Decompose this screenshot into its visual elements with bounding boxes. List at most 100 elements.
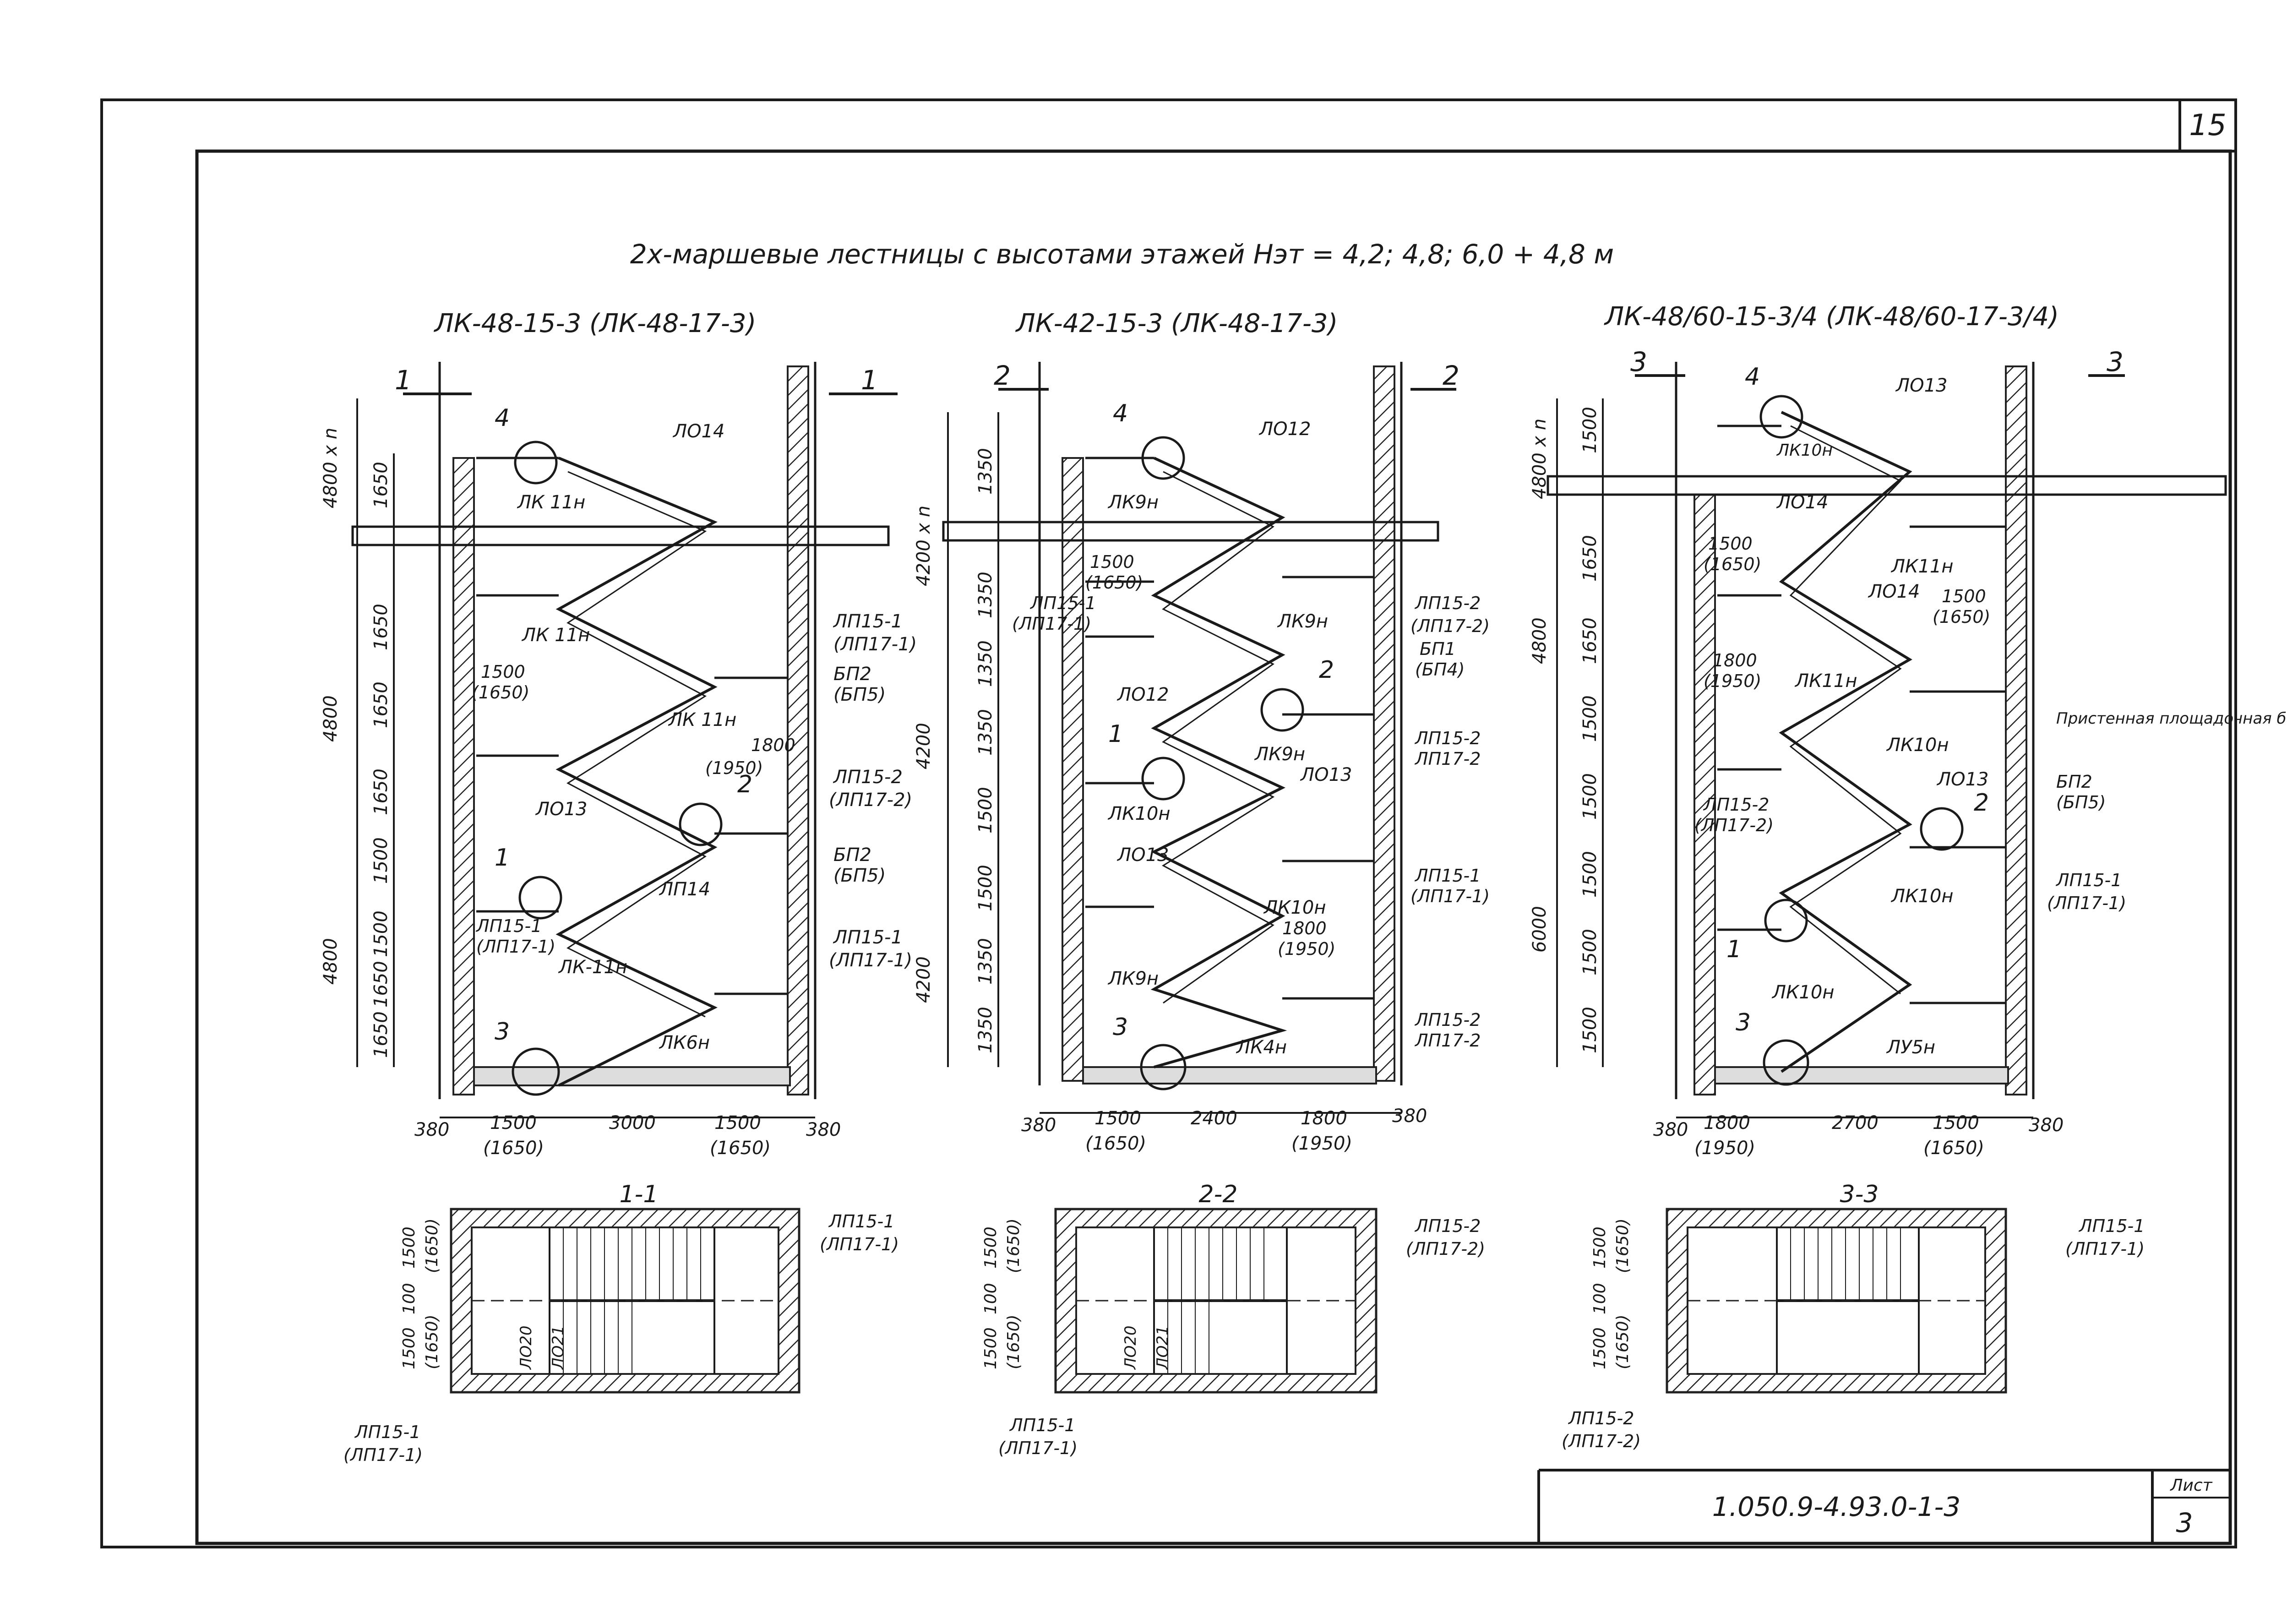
elevation-1-title: ЛК-48-15-3 (ЛК-48-17-3)	[434, 309, 757, 338]
node-1-elev-2: 1	[1108, 720, 1123, 748]
section-3-label-0: ЛП15-1	[2078, 1216, 2145, 1236]
elev-1-dim-3: 1650	[370, 681, 392, 728]
elev-3-label-23: (ЛП17-1)	[2047, 893, 2126, 913]
sheet-number-box	[2178, 98, 2237, 153]
elev-3-label-14: (1650)	[1933, 607, 1990, 627]
elev-2-label-18: ЛП17-2	[1414, 749, 1481, 769]
elev-3-dim-2: 1650	[1579, 535, 1601, 582]
section-1-dim-2: 100	[400, 1283, 419, 1314]
elev-3-label-4: ЛО14	[1868, 581, 1920, 602]
node-4-elev-1: 4	[495, 404, 510, 432]
elev-3-label-11: 1500	[1708, 534, 1753, 554]
node-1-elev-3: 1	[1726, 936, 1742, 963]
elev-3-dim-5: 1500	[1579, 695, 1601, 742]
elev-1-label-20: 1500	[481, 662, 525, 682]
elev-2-label-1: ЛК9н	[1107, 492, 1159, 513]
elev-1-dim-7: 1500	[370, 910, 392, 957]
elev-2-label-11: ЛП15-1	[1029, 593, 1096, 613]
elev-3-label-15: 1800	[1713, 650, 1757, 670]
elev-1-label-2: ЛК 11н	[521, 625, 590, 646]
section-1-1: 1-1 1500 (1650) 100 1500 (1650) ЛП15-1 (…	[343, 1181, 899, 1465]
section-2-label-0: ЛП15-2	[1414, 1216, 1481, 1236]
section-2-label-2: ЛО20	[1122, 1325, 1140, 1370]
elev-2-label-22: ЛП17-2	[1414, 1030, 1481, 1051]
elev-1-dim-10: 1650	[370, 1011, 392, 1058]
elev-2-dim-4: 1350	[975, 709, 996, 756]
section-2-dim-4: (1650)	[1004, 1314, 1023, 1369]
elev-1-dim-6: 1500	[370, 837, 392, 884]
elev-3-label-2: ЛО14	[1776, 492, 1828, 513]
elev-3-label-3: ЛК11н	[1890, 556, 1954, 577]
elev-2-label-25: 1800	[1282, 918, 1327, 938]
elev-1-label-21: (1650)	[472, 682, 529, 703]
section-1-dim-4: (1650)	[423, 1314, 441, 1369]
elev-2-label-24: (1650)	[1085, 572, 1143, 593]
elev-1-label-10: БП2	[833, 664, 871, 685]
node-4-elev-2: 4	[1113, 400, 1128, 427]
elev-2-label-12: (ЛП17-1)	[1012, 614, 1091, 634]
elevation-2-title: ЛК-42-15-3 (ЛК-48-17-3)	[1015, 309, 1338, 338]
elev-2-label-14: (ЛП17-2)	[1410, 616, 1490, 636]
elev-1-label-14: БП2	[833, 845, 871, 866]
elev-3-dim-9: 1500	[1579, 929, 1601, 975]
elev-2-dim-0: 1350	[975, 448, 996, 495]
elev-1-bottom-5: (1650)	[710, 1138, 771, 1159]
section-mark-1-right: 1	[861, 365, 878, 396]
elev-1-label-9: (ЛП17-1)	[833, 634, 917, 655]
elev-3-dim-0: 1500	[1579, 407, 1601, 453]
elev-2-label-9: ЛК9н	[1107, 968, 1159, 989]
elev-1-label-6: ЛК-11н	[558, 957, 627, 978]
section-1-dim-3: 1500	[400, 1327, 419, 1369]
section-mark-3-right: 3	[2107, 346, 2124, 377]
elev-3-dim-1: 4800 x n	[1529, 419, 1550, 499]
elev-1-bottom-0: 380	[414, 1119, 449, 1140]
elev-1-label-17: (ЛП17-1)	[829, 950, 912, 971]
elev-2-label-13: ЛП15-2	[1414, 593, 1481, 613]
elev-3-label-22: ЛП15-1	[2055, 870, 2122, 890]
section-3-dim-0: 1500	[1590, 1226, 1609, 1269]
section-3-label-1: (ЛП17-1)	[2065, 1239, 2145, 1259]
elev-3-bottom-5: (1650)	[1923, 1138, 1984, 1159]
section-3-dim-2: 100	[1590, 1283, 1609, 1314]
section-2-label-1: (ЛП17-2)	[1406, 1239, 1485, 1259]
elev-2-label-10: ЛК4н	[1236, 1037, 1287, 1058]
elev-1-dim-8: 1650	[370, 961, 392, 1008]
node-2-elev-2: 2	[1319, 656, 1334, 684]
node-2-elev-1: 2	[737, 771, 752, 798]
elev-1-label-15: (БП5)	[833, 865, 886, 886]
elev-3-bottom-3: 2700	[1832, 1112, 1879, 1134]
section-1-label-1: (ЛП17-1)	[820, 1234, 899, 1254]
elev-2-label-23: 1500	[1090, 552, 1134, 572]
elevation-1: ЛК-48-15-3 (ЛК-48-17-3) 1 1 4 2 1 3	[320, 309, 917, 1159]
section-2-2: 2-2 1500 (1650) 100 1500 (1650) ЛП15-2 (…	[981, 1181, 1485, 1458]
elev-1-label-0: ЛО14	[672, 421, 724, 442]
elev-2-bottom-4: 1800	[1301, 1108, 1347, 1129]
section-2-label-5: (ЛП17-1)	[998, 1438, 1078, 1458]
section-1-dim-0: 1500	[400, 1226, 419, 1269]
elev-3-label-7: ЛО13	[1936, 769, 1988, 790]
elev-2-label-0: ЛО12	[1258, 419, 1311, 440]
section-2-dim-2: 100	[981, 1283, 1000, 1314]
elev-1-label-5: ЛП14	[659, 879, 710, 900]
elev-2-bottom-3: 2400	[1191, 1108, 1237, 1129]
section-3-3: 3-3 1500 (1650) 100 1500 (1650) ЛП15-1 (…	[1562, 1181, 2145, 1451]
elev-2-label-6: ЛО13	[1300, 764, 1352, 785]
drawing-title: 2х-маршевые лестницы с высотами этажей Н…	[630, 239, 1614, 270]
elev-2-label-4: ЛК9н	[1254, 744, 1305, 765]
elev-1-bottom-3: 3000	[609, 1112, 656, 1134]
elev-1-label-19: (ЛП17-1)	[476, 937, 555, 957]
elev-2-dim-6: 1500	[975, 787, 996, 834]
elev-1-bottom-2: (1650)	[483, 1138, 544, 1159]
inner-frame	[195, 149, 2232, 1545]
elev-3-dim-3: 1650	[1579, 617, 1601, 664]
elev-3-label-13: 1500	[1942, 586, 1986, 606]
section-1-label-3: ЛО21	[549, 1325, 567, 1370]
elev-2-label-15: БП1	[1420, 639, 1456, 659]
section-2-dim-0: 1500	[981, 1226, 1000, 1269]
elev-1-label-18: ЛП15-1	[475, 916, 542, 936]
section-1-dim-1: (1650)	[423, 1218, 441, 1273]
node-3-elev-3: 3	[1736, 1009, 1751, 1036]
section-mark-3-left: 3	[1630, 346, 1647, 377]
elev-1-dim-0: 4800 x n	[320, 428, 341, 508]
elev-3-label-9: ЛК10н	[1771, 982, 1835, 1003]
